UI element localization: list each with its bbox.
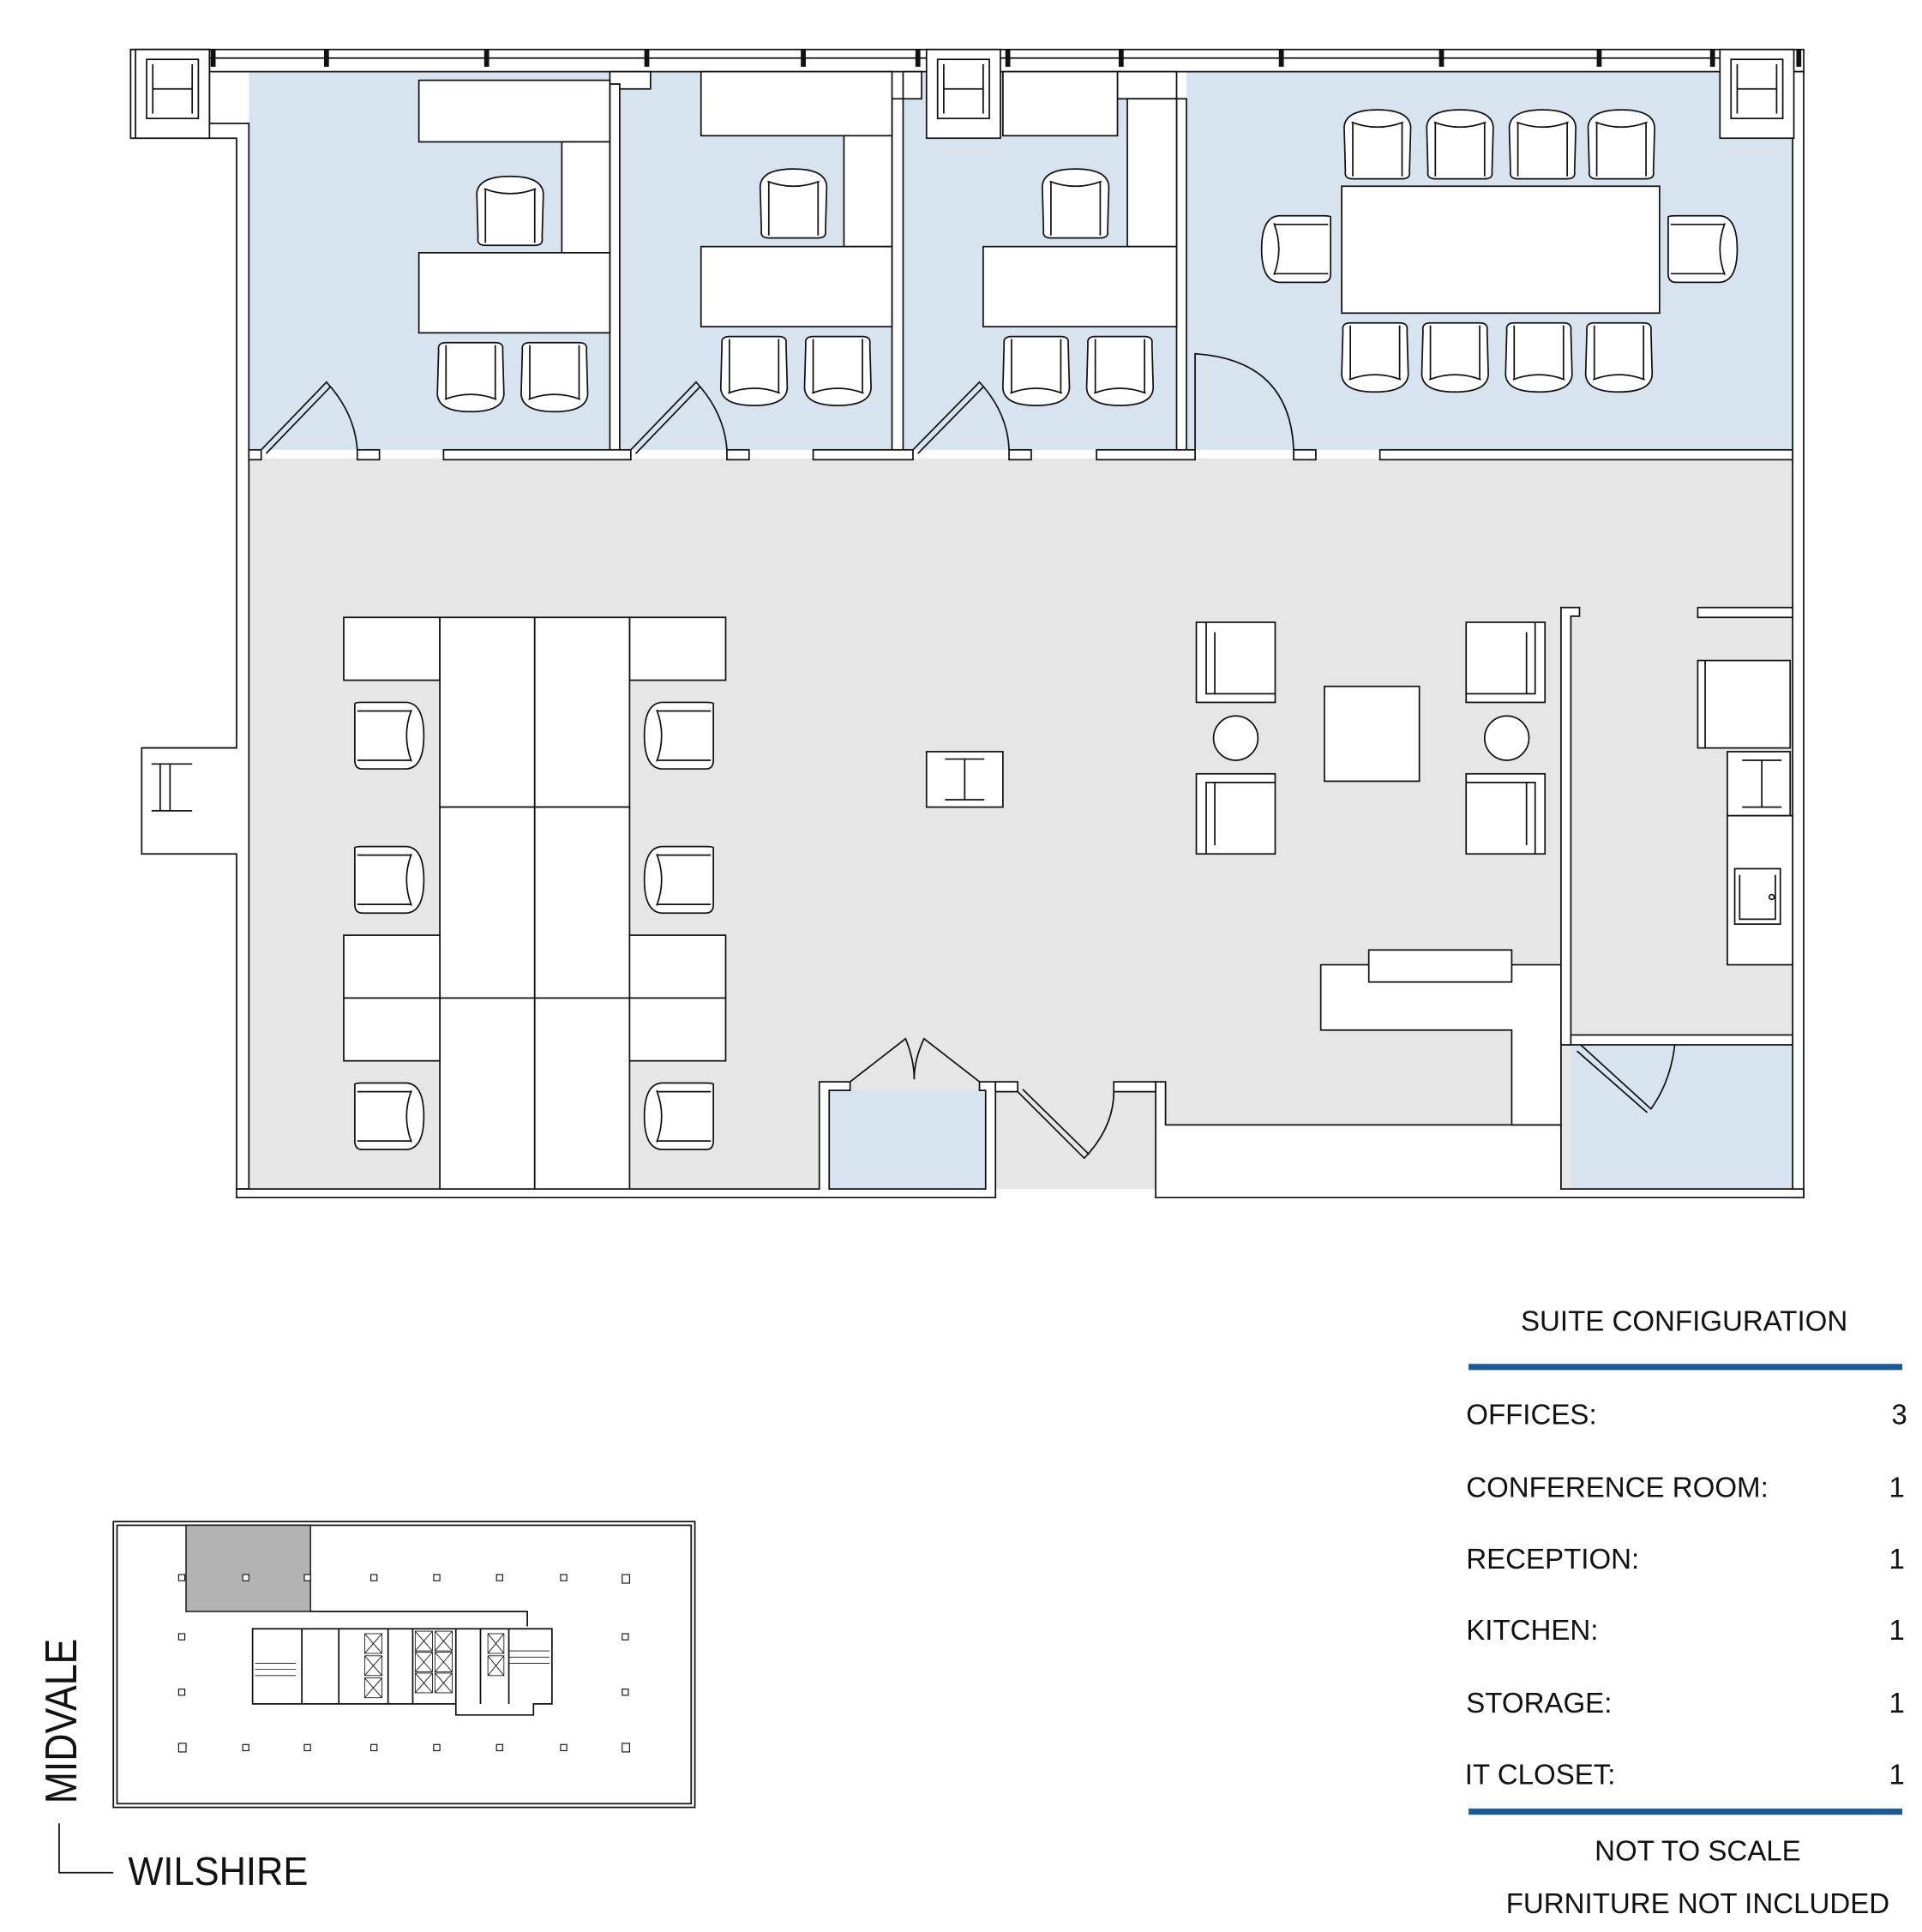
row-value-it-closet: 1 [1889,1759,1904,1791]
row-label-storage: STORAGE: [1466,1688,1612,1719]
row-label-kitchen: KITCHEN: [1466,1615,1598,1647]
north-arrow-line [58,1823,114,1874]
row-label-offices: OFFICES: [1466,1400,1596,1431]
row-label-reception: RECEPTION: [1466,1544,1639,1575]
suite-configuration-title: SUITE CONFIGURATION [1521,1305,1847,1337]
row-label-conference-room: CONFERENCE ROOM: [1466,1472,1769,1503]
exterior-wall-left [129,48,250,1190]
key-plan: MIDVALE WILSHIRE [36,1521,696,1893]
office-1-furniture [417,79,611,413]
office-doors [261,352,1677,1160]
building-columns [177,1574,630,1753]
exterior-wall-bottom [236,1081,997,1199]
row-value-offices: 3 [1891,1400,1907,1431]
suite-highlight [185,1524,311,1612]
window-mullions [210,49,1802,67]
interior-column [925,751,1004,808]
column-right [1719,48,1795,140]
building-core [251,1611,553,1716]
floor-plan [129,48,1805,1199]
office-3-furniture [982,70,1178,406]
note-not-to-scale: NOT TO SCALE [1595,1835,1801,1867]
storage-room [829,1090,986,1190]
row-value-conference-room: 1 [1889,1472,1904,1503]
street-label-midvale: MIDVALE [36,1639,86,1804]
divider-top [1469,1364,1903,1371]
column-mid [925,48,1001,140]
street-label-wilshire: WILSHIRE [128,1849,308,1893]
corridor-wall [248,448,1793,461]
kitchen [1560,606,1793,1046]
conference-furniture [1260,109,1739,393]
row-label-it-closet: IT CLOSET: [1465,1759,1616,1791]
workstations [343,616,727,1190]
row-value-storage: 1 [1889,1688,1904,1719]
column-left [135,48,211,140]
row-value-reception: 1 [1889,1544,1904,1575]
row-value-kitchen: 1 [1889,1615,1904,1647]
divider-bottom [1469,1809,1903,1815]
office-2-furniture [700,70,893,406]
suite-configuration-table: SUITE CONFIGURATION OFFICES: 3 CONFERENC… [1465,1305,1907,1920]
note-furniture-not-included: FURNITURE NOT INCLUDED [1506,1888,1889,1920]
reception-lounge [1195,621,1547,855]
